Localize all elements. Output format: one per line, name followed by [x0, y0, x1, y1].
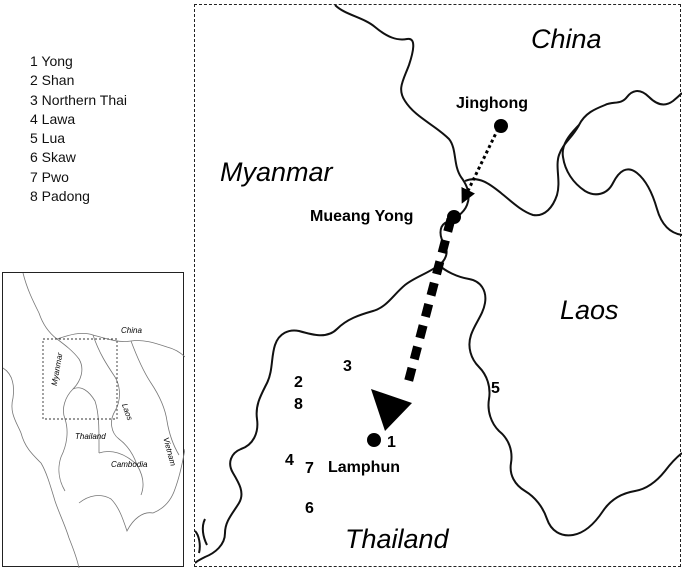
- inset-border-laos: [92, 334, 138, 466]
- group-marker-5: 5: [491, 380, 500, 397]
- group-marker-4: 4: [285, 452, 294, 469]
- town-label-mueang-yong: Mueang Yong: [310, 208, 413, 225]
- legend-item-pwo: 7 Pwo: [30, 168, 69, 185]
- group-marker-1: 1: [387, 434, 396, 451]
- group-marker-3: 3: [343, 358, 352, 375]
- route-jinghong-mueang-yong: [461, 128, 500, 204]
- inset-border-laos-vietnam: [130, 340, 180, 456]
- inset-label-vietnam: Vietnam: [161, 436, 177, 467]
- country-label-thailand: Thailand: [345, 524, 450, 554]
- legend: 1 Yong 2 Shan 3 Northern Thai 4 Lawa 5 L…: [30, 52, 127, 206]
- inset-map-graphic: China Myanmar Laos Thailand Cambodia Vie…: [3, 273, 185, 568]
- country-label-china: China: [531, 24, 602, 54]
- inset-gulf-coast: [78, 448, 185, 533]
- legend-item-shan: 2 Shan: [30, 72, 75, 89]
- group-marker-7: 7: [305, 460, 314, 477]
- town-label-lamphun: Lamphun: [328, 459, 400, 476]
- border-myanmar-thailand: [195, 264, 440, 564]
- inset-border-thailand-laos: [72, 387, 100, 453]
- border-fragment-left-edge: [195, 530, 201, 554]
- inset-label-thailand: Thailand: [75, 432, 106, 441]
- legend-item-lawa: 4 Lawa: [30, 110, 76, 127]
- inset-coastline: [3, 367, 80, 568]
- main-map-graphic: Jinghong Mueang Yong Lamphun China Myanm…: [195, 5, 682, 564]
- inset-focus-rectangle: [42, 338, 118, 420]
- route-arrowhead-lamphun: [371, 389, 412, 431]
- main-map: Jinghong Mueang Yong Lamphun China Myanm…: [194, 4, 682, 567]
- inset-border-myanmar: [22, 273, 83, 492]
- legend-item-padong: 8 Padong: [30, 188, 90, 205]
- inset-label-china: China: [121, 326, 142, 335]
- inset-border-cambodia: [98, 451, 144, 496]
- inset-label-laos: Laos: [120, 402, 134, 421]
- legend-item-skaw: 6 Skaw: [30, 149, 76, 166]
- group-marker-2: 2: [294, 374, 303, 391]
- route-mueang-yong-lamphun: [402, 217, 456, 389]
- border-fragment-west: [201, 518, 208, 546]
- country-label-laos: Laos: [560, 295, 619, 325]
- country-label-myanmar: Myanmar: [220, 157, 334, 187]
- legend-item-lua: 5 Lua: [30, 130, 66, 147]
- town-label-jinghong: Jinghong: [456, 95, 528, 112]
- town-dot-mueang-yong: [447, 210, 461, 224]
- legend-item-yong: 1 Yong: [30, 53, 73, 69]
- border-laos-vietnam: [561, 124, 682, 236]
- inset-border-china: [56, 332, 185, 358]
- legend-item-northern-thai: 3 Northern Thai: [30, 91, 128, 108]
- border-laos-thailand-north: [438, 264, 682, 537]
- group-marker-8: 8: [294, 396, 303, 413]
- inset-label-cambodia: Cambodia: [111, 460, 148, 469]
- inset-map: China Myanmar Laos Thailand Cambodia Vie…: [2, 272, 185, 568]
- town-dot-lamphun: [367, 433, 381, 447]
- inset-label-myanmar: Myanmar: [50, 352, 65, 387]
- town-dot-jinghong: [494, 119, 508, 133]
- group-marker-6: 6: [305, 500, 314, 517]
- border-myanmar-china: [334, 5, 470, 266]
